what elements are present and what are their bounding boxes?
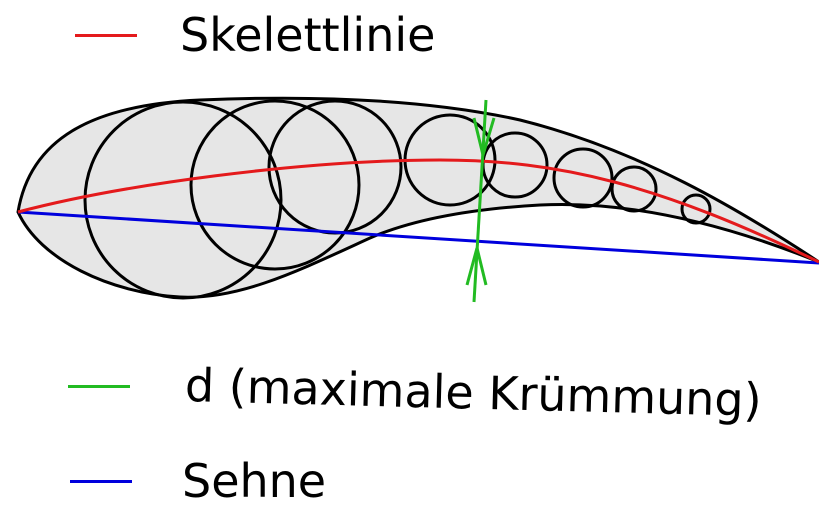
inscribed-circle <box>189 99 361 271</box>
inscribed-circle <box>610 165 658 213</box>
inscribed-circle <box>552 147 614 209</box>
arrow-up-icon <box>465 247 488 286</box>
inscribed-circles <box>83 99 712 300</box>
legend-label-camber-line: Skelettlinie <box>180 8 436 62</box>
legend-swatch-max-camber <box>68 385 130 388</box>
legend-label-max-camber: d (maximale Krümmung) <box>184 358 763 428</box>
legend-swatch-chord <box>70 480 132 483</box>
legend-swatch-camber-line <box>75 34 137 37</box>
max-camber-marker <box>465 99 496 303</box>
inscribed-circle <box>680 193 712 225</box>
inscribed-circle <box>83 100 283 300</box>
arrow-down-icon <box>472 117 496 161</box>
camber-line <box>17 158 819 264</box>
chord-line <box>17 210 819 265</box>
legend-label-chord: Sehne <box>182 454 327 508</box>
